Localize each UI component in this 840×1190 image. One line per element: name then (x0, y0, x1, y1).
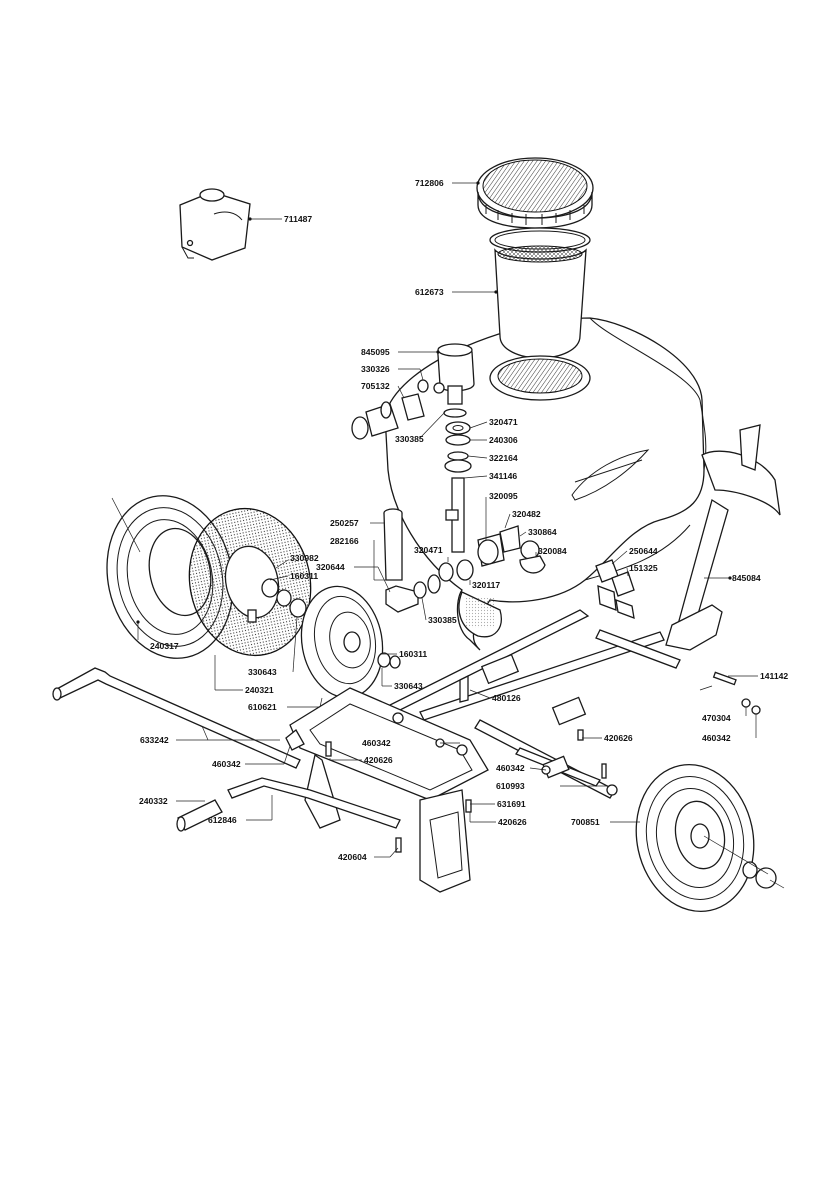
label-610621: 610621 (248, 702, 277, 712)
hose-couplings (351, 379, 429, 440)
label-633242: 633242 (140, 735, 169, 745)
label-420626-bottom: 420626 (498, 817, 527, 827)
label-612673: 612673 (415, 287, 444, 297)
label-240332: 240332 (139, 796, 168, 806)
label-322164: 322164 (489, 453, 518, 463)
label-160311-upper: 160311 (290, 571, 318, 581)
label-320084: 320084 (538, 546, 567, 556)
label-160311-lower: 160311 (399, 649, 427, 659)
label-330982: 330982 (290, 553, 319, 563)
label-330643-left: 330643 (248, 667, 277, 677)
leader-dots (136, 181, 732, 624)
suction-pipe (383, 508, 441, 613)
right-wheel (635, 763, 777, 913)
filter-housing (433, 343, 475, 405)
frame-bracket (289, 687, 489, 893)
label-341146: 341146 (489, 471, 517, 481)
label-240317: 240317 (150, 641, 179, 651)
left-tube (188, 507, 312, 657)
label-712806: 712806 (415, 178, 444, 188)
label-460342-right: 460342 (702, 733, 731, 743)
label-420626-right: 420626 (604, 733, 633, 743)
label-141142: 141142 (760, 671, 788, 681)
tank-lid (476, 157, 594, 229)
label-845084: 845084 (732, 573, 761, 583)
label-250644: 250644 (629, 546, 658, 556)
leader-lines (111, 182, 785, 889)
label-282166: 282166 (330, 536, 359, 546)
support-leg (665, 424, 781, 651)
pump-fittings (438, 525, 546, 582)
label-320117: 320117 (472, 580, 500, 590)
label-320095: 320095 (489, 491, 518, 501)
label-320482: 320482 (512, 509, 541, 519)
small-hardware (285, 671, 761, 853)
label-470304: 470304 (702, 713, 731, 723)
label-460342-axle: 460342 (496, 763, 525, 773)
label-460342-left: 460342 (212, 759, 241, 769)
label-250257: 250257 (330, 518, 359, 528)
left-bearings (261, 578, 307, 618)
label-330643-right: 330643 (394, 681, 423, 691)
label-711487: 711487 (284, 214, 312, 224)
label-705132: 705132 (361, 381, 390, 391)
label-330385-upper: 330385 (395, 434, 424, 444)
label-420604: 420604 (338, 852, 367, 862)
label-480126: 480126 (492, 693, 521, 703)
strainer-basket (489, 227, 591, 401)
label-320644: 320644 (316, 562, 345, 572)
frame-tubes (378, 609, 681, 799)
label-330385-lower: 330385 (428, 615, 457, 625)
label-845095: 845095 (361, 347, 390, 357)
part-labels: 711487 712806 612673 845095 330326 70513… (139, 178, 788, 862)
label-240321: 240321 (245, 685, 274, 695)
hand-grip (176, 799, 223, 832)
detergent-container (179, 188, 251, 261)
left-rim (300, 585, 401, 699)
label-631691: 631691 (497, 799, 526, 809)
label-320471-lower: 320471 (414, 545, 443, 555)
label-610993: 610993 (496, 781, 525, 791)
label-420626-left: 420626 (364, 755, 393, 765)
handle-bar (52, 667, 401, 829)
label-612846: 612846 (208, 815, 237, 825)
label-330864: 330864 (528, 527, 557, 537)
spring-pins (595, 559, 635, 620)
label-320471-upper: 320471 (489, 417, 518, 427)
label-700851: 700851 (571, 817, 600, 827)
fitting-stack (443, 408, 472, 553)
label-240306: 240306 (489, 435, 518, 445)
label-151325: 151325 (629, 563, 658, 573)
label-460342-center: 460342 (362, 738, 391, 748)
label-330326: 330326 (361, 364, 390, 374)
